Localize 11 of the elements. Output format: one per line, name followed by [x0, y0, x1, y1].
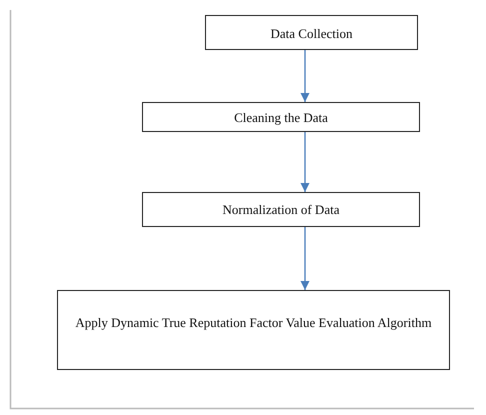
arrow: [300, 132, 310, 192]
process-box: [205, 15, 418, 50]
process-box: [142, 102, 420, 132]
process-box: [142, 192, 420, 227]
box-label: Apply Dynamic True Reputation Factor Value Evaluation Algorithm: [75, 315, 432, 331]
process-box: [57, 290, 450, 370]
box-label: Data Collection: [270, 26, 352, 42]
arrow: [300, 227, 310, 290]
arrow: [300, 50, 310, 102]
box-label: Cleaning the Data: [234, 110, 328, 126]
box-label: Normalization of Data: [222, 202, 340, 218]
